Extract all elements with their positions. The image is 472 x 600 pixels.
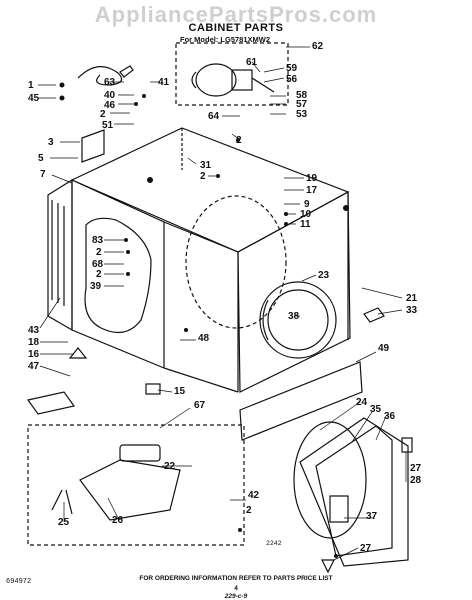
callout-62: 62 (312, 41, 324, 52)
callout-51: 51 (102, 120, 114, 131)
callout-39: 39 (90, 281, 102, 292)
callout-58: 58 (296, 90, 308, 101)
callout-2c: 2 (200, 171, 206, 182)
page-number: 4 (234, 585, 238, 592)
switch-group-box (27, 424, 245, 546)
callout-43: 43 (28, 325, 40, 336)
document-code: 229-c-9 (224, 593, 248, 600)
timer-bracket (79, 459, 181, 521)
callout-26: 26 (112, 515, 124, 526)
callout-61: 61 (246, 57, 258, 68)
front-panel (237, 190, 351, 393)
callout-25: 25 (58, 517, 70, 528)
callout-41: 41 (158, 77, 170, 88)
callout-3: 3 (48, 137, 54, 148)
ordering-note: FOR ORDERING INFORMATION REFER TO PARTS … (139, 575, 333, 582)
drawing-code: 2242 (266, 540, 282, 547)
callout-9: 9 (304, 199, 310, 210)
door-handle (329, 495, 349, 523)
drum-outline (185, 195, 287, 329)
door-opening (259, 281, 337, 359)
callout-33: 33 (406, 305, 418, 316)
callout-22: 22 (164, 461, 176, 472)
callout-2: 2 (100, 109, 106, 120)
callout-68: 68 (92, 259, 104, 270)
power-cord (77, 66, 123, 86)
model-number: For Model: LG5781XMW2 (180, 35, 271, 44)
callout-7: 7 (40, 169, 46, 180)
part-code: 694972 (6, 578, 32, 586)
callout-23: 23 (318, 270, 330, 281)
callout-31: 31 (200, 160, 212, 171)
callout-42: 42 (248, 490, 260, 501)
callout-15: 15 (174, 386, 186, 397)
door-seal (293, 421, 367, 539)
watermark: AppliancePartsPros.com (94, 2, 378, 27)
callout-18: 18 (28, 337, 40, 348)
callout-11: 11 (300, 219, 311, 230)
callout-36: 36 (384, 411, 396, 422)
callout-49: 49 (378, 343, 390, 354)
callout-59: 59 (286, 63, 298, 74)
callout-53: 53 (296, 109, 308, 120)
callout-46: 46 (104, 100, 116, 111)
callout-17: 17 (306, 185, 318, 196)
callout-67: 67 (194, 400, 206, 411)
callout-63: 63 (104, 77, 116, 88)
callout-5: 5 (38, 153, 44, 164)
callout-45: 45 (28, 93, 40, 104)
callout-10: 10 (300, 209, 312, 220)
callout-21: 21 (406, 293, 418, 304)
motor-group-box (175, 42, 289, 106)
leveling-leg (68, 347, 88, 359)
callout-2e: 2 (96, 269, 102, 280)
callout-2b: 2 (236, 135, 242, 146)
callout-83: 83 (92, 235, 104, 246)
callout-35: 35 (370, 404, 382, 415)
callout-1: 1 (28, 80, 34, 91)
callout-38: 38 (288, 311, 300, 322)
callout-2d: 2 (96, 247, 102, 258)
callout-48: 48 (198, 333, 210, 344)
door-outer-panel (299, 417, 409, 567)
callout-40: 40 (104, 90, 116, 101)
callout-16: 16 (28, 349, 40, 360)
callout-56: 56 (286, 74, 298, 85)
access-plate (26, 391, 76, 415)
callout-27a: 27 (410, 463, 422, 474)
callout-28: 28 (410, 475, 422, 486)
callout-64: 64 (208, 111, 220, 122)
diagram-title: CABINET PARTS (188, 22, 284, 34)
callout-2f: 2 (246, 505, 252, 516)
front-shroud (239, 361, 363, 441)
callout-24: 24 (356, 397, 368, 408)
callout-57: 57 (296, 99, 308, 110)
drive-motor (195, 63, 237, 97)
callout-27b: 27 (360, 543, 372, 554)
callout-37: 37 (366, 511, 378, 522)
callout-47: 47 (28, 361, 40, 372)
callout-19: 19 (306, 173, 318, 184)
